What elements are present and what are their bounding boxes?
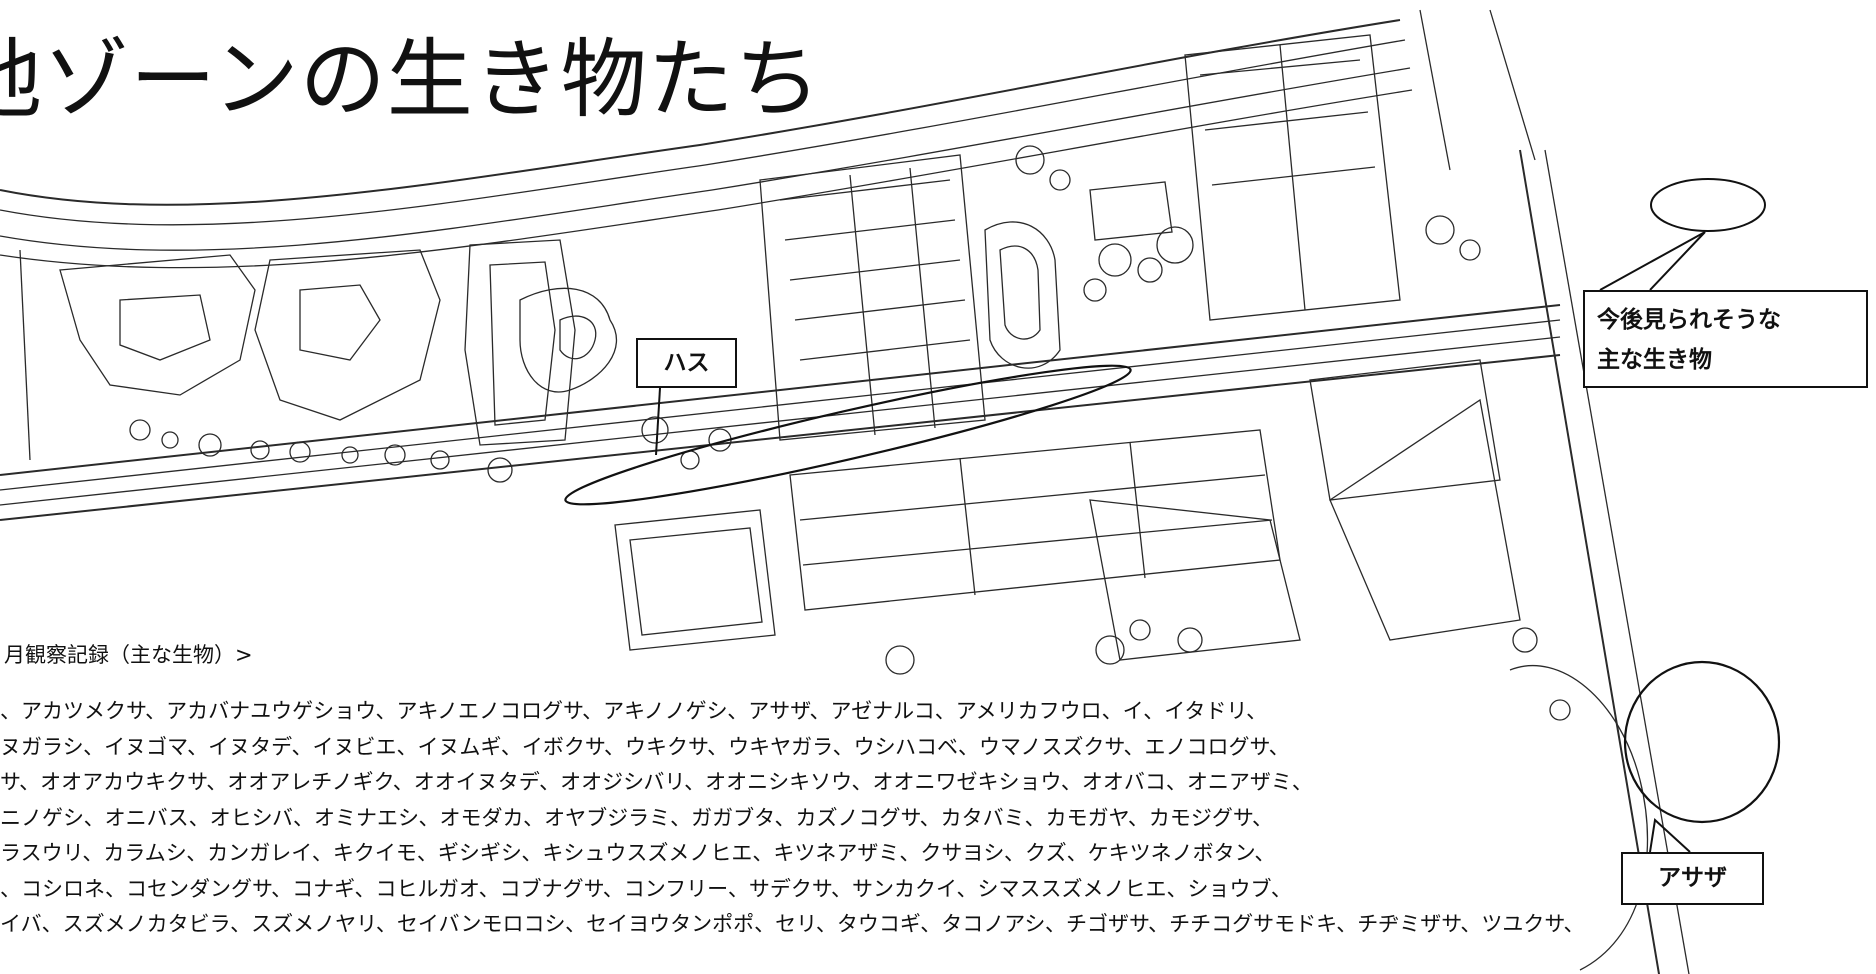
record-heading: 月観察記録（主な生物）> (4, 640, 259, 670)
page-title: 池ゾーンの生き物たち (0, 30, 822, 130)
callout-future-species: 今後見られそうな 主な生き物 (1583, 290, 1868, 388)
species-line: 、コシロネ、コセンダングサ、コナギ、コヒルガオ、コブナグサ、コンフリー、サデクサ… (0, 876, 1292, 901)
species-line: ラスウリ、カラムシ、カンガレイ、キクイモ、ギシギシ、キシュウスズメノヒエ、キツネ… (0, 841, 1276, 865)
callout-future-line-2: 主な生き物 (1597, 347, 1712, 373)
callout-future-line-1: 今後見られそうな (1597, 307, 1781, 333)
species-line: 、アカツメクサ、アカバナユウゲショウ、アキノエノコログサ、アキノノゲシ、アサザ、… (0, 699, 1268, 723)
callout-asaza: アサザ (1621, 852, 1764, 905)
species-line: サ、オオアカウキクサ、オオアレチノギク、オオイヌタデ、オオジシバリ、オオニシキソ… (0, 770, 1313, 794)
species-list: 、アカツメクサ、アカバナユウゲショウ、アキノエノコログサ、アキノノゲシ、アサザ、… (0, 694, 1585, 943)
species-line: ヌガラシ、イヌゴマ、イヌタデ、イヌビエ、イヌムギ、イボクサ、ウキクサ、ウキヤガラ… (0, 734, 1290, 759)
species-line: ニノゲシ、オニバス、オヒシバ、オミナエシ、オモダカ、オヤブジラミ、ガガブタ、カズ… (0, 805, 1274, 830)
callout-hasu: ハス (636, 338, 737, 388)
species-line: イバ、スズメノカタビラ、スズメノヤリ、セイバンモロコシ、セイヨウタンポポ、セリ、… (0, 912, 1585, 936)
map-linework (0, 9, 1781, 974)
